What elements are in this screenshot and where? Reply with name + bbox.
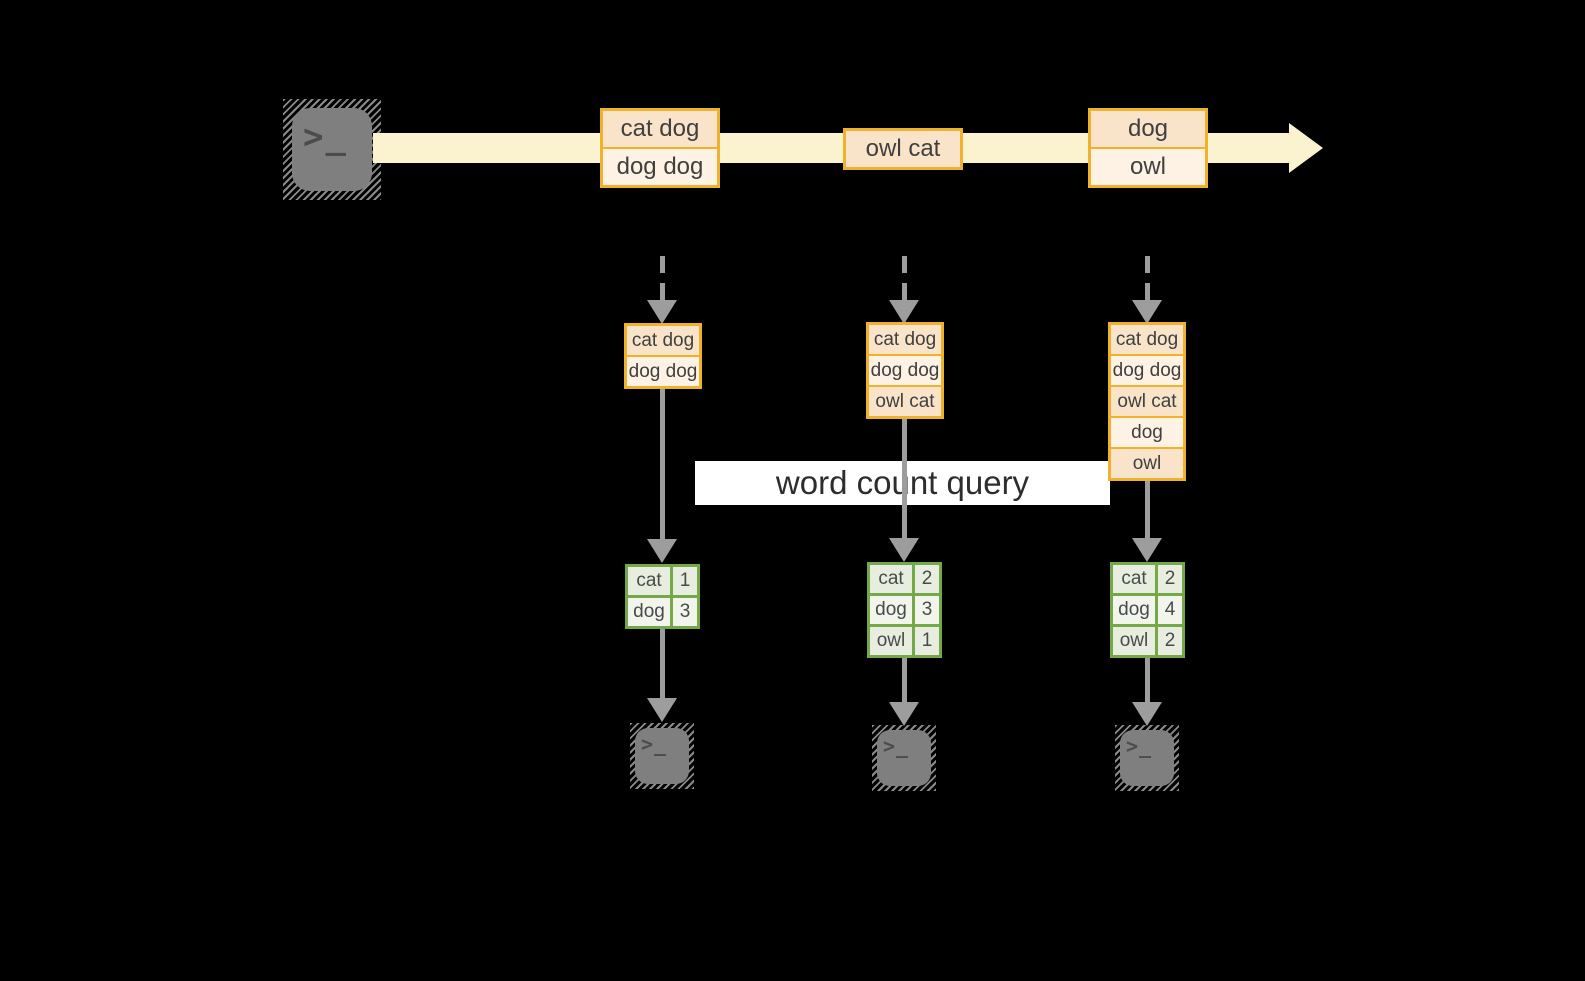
count-word-cell: dog: [870, 596, 912, 624]
count-word-cell: owl: [1113, 627, 1155, 655]
buffer-record: owl: [1111, 447, 1183, 478]
count-table-1: cat 1 dog 3: [625, 564, 700, 629]
buffer-record: dog dog: [627, 355, 699, 386]
ingest-dashed-line: [1145, 256, 1150, 300]
count-value-cell: 2: [915, 565, 939, 593]
source-terminal-icon: >_: [283, 99, 381, 200]
buffer-record: owl cat: [1111, 385, 1183, 416]
query-arrowhead-icon: [647, 539, 677, 563]
ingest-arrowhead-icon: [1132, 300, 1162, 324]
terminal-icon-body: [1120, 730, 1174, 786]
query-arrowhead-icon: [1132, 538, 1162, 562]
buffer-record: dog dog: [1111, 354, 1183, 385]
count-value-cell: 3: [673, 598, 697, 626]
terminal-prompt-icon: >_: [641, 732, 668, 756]
output-arrowhead-icon: [647, 698, 677, 722]
count-value-cell: 2: [1158, 565, 1182, 593]
count-value-cell: 1: [673, 567, 697, 595]
terminal-prompt-icon: >_: [883, 734, 910, 758]
output-arrow-line: [1145, 658, 1150, 702]
query-arrowhead-icon: [889, 538, 919, 562]
terminal-prompt-icon: >_: [1126, 734, 1153, 758]
stream-event-2: owl cat: [843, 128, 963, 170]
ingest-arrowhead-icon: [647, 300, 677, 324]
terminal-prompt-icon: >_: [303, 117, 348, 157]
stream-arrowhead-icon: [1289, 123, 1323, 173]
buffer-stack-3: cat dog dog dog owl cat dog owl: [1108, 322, 1186, 481]
output-arrow-line: [902, 658, 907, 702]
stream-event-record: owl: [1091, 147, 1205, 185]
sink-terminal-icon-3: >_: [1115, 725, 1179, 791]
buffer-record: cat dog: [627, 326, 699, 355]
output-arrowhead-icon: [889, 702, 919, 726]
ingest-dashed-line: [660, 256, 665, 300]
count-table-2: cat 2 dog 3 owl 1: [867, 562, 942, 658]
output-arrow-line: [660, 629, 665, 698]
count-word-cell: cat: [628, 567, 670, 595]
ingest-arrowhead-icon: [889, 300, 919, 324]
buffer-stack-1: cat dog dog dog: [624, 323, 702, 389]
stream-event-record: dog dog: [603, 147, 717, 185]
count-word-cell: cat: [870, 565, 912, 593]
output-arrowhead-icon: [1132, 702, 1162, 726]
buffer-record: dog dog: [869, 354, 941, 385]
buffer-record: cat dog: [869, 325, 941, 354]
query-arrow-line: [1145, 481, 1150, 538]
buffer-record: dog: [1111, 416, 1183, 447]
buffer-record: cat dog: [1111, 325, 1183, 354]
stream-event-record: dog: [1091, 111, 1205, 147]
stream-event-record: cat dog: [603, 111, 717, 147]
buffer-record: owl cat: [869, 385, 941, 416]
count-value-cell: 2: [1158, 627, 1182, 655]
count-value-cell: 4: [1158, 596, 1182, 624]
terminal-icon-body: [292, 108, 372, 191]
sink-terminal-icon-2: >_: [872, 725, 936, 791]
count-word-cell: cat: [1113, 565, 1155, 593]
stream-event-record: owl cat: [846, 131, 960, 167]
query-arrow-line: [660, 389, 665, 539]
count-value-cell: 1: [915, 627, 939, 655]
terminal-icon-body: [877, 730, 931, 786]
buffer-stack-2: cat dog dog dog owl cat: [866, 322, 944, 419]
count-table-3: cat 2 dog 4 owl 2: [1110, 562, 1185, 658]
count-word-cell: dog: [1113, 596, 1155, 624]
count-word-cell: owl: [870, 627, 912, 655]
sink-terminal-icon-1: >_: [630, 723, 694, 789]
count-word-cell: dog: [628, 598, 670, 626]
query-arrow-line: [902, 419, 907, 538]
terminal-icon-body: [635, 728, 689, 784]
stream-event-3: dog owl: [1088, 108, 1208, 188]
ingest-dashed-line: [902, 256, 907, 300]
stream-event-1: cat dog dog dog: [600, 108, 720, 188]
count-value-cell: 3: [915, 596, 939, 624]
